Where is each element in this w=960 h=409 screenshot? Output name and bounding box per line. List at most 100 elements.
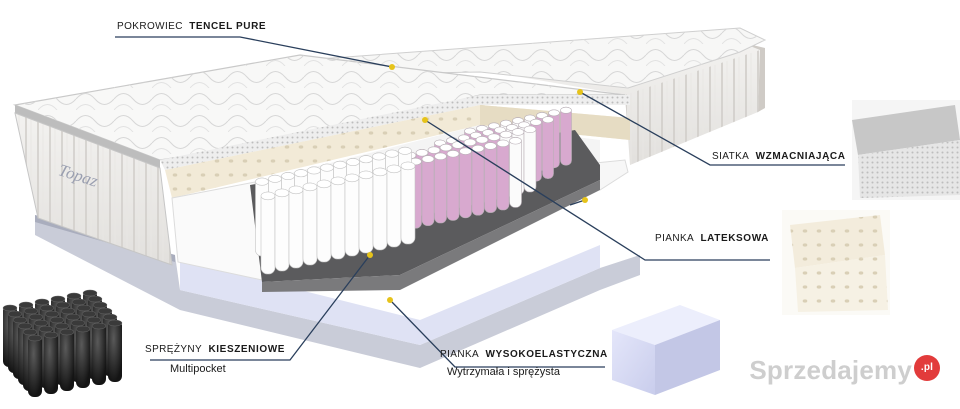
label-springs-sub: Multipocket (170, 363, 226, 375)
label-springs-prefix: SPRĘŻYNY (145, 344, 203, 355)
label-latex-prefix: PIANKA (655, 233, 695, 244)
spring-coil (421, 155, 435, 226)
label-mesh-bold: WZMACNIAJĄCA (755, 151, 846, 162)
black-spring-top (54, 322, 70, 330)
mattress-side-panel (14, 112, 173, 266)
dot-latex (422, 117, 428, 123)
black-spring-top (38, 325, 54, 333)
top-cover (12, 54, 626, 168)
black-spring-top (65, 313, 81, 321)
black-spring-coil (60, 329, 74, 391)
dot-base-foam (387, 297, 393, 303)
black-spring-top (82, 289, 98, 297)
black-spring-top (44, 310, 60, 318)
spring-coil (496, 139, 510, 211)
black-spring-top (97, 307, 113, 315)
label-mesh: SIATKA WZMACNIAJĄCA (712, 151, 846, 162)
spring-coil (446, 150, 460, 221)
spring-coil (344, 173, 360, 257)
spring-coil (302, 182, 318, 266)
label-foam-prefix: PIANKA (440, 349, 480, 360)
black-spring-top (18, 301, 34, 309)
spring-coil (523, 125, 537, 193)
spring-coil (358, 170, 374, 254)
spring-coil (459, 147, 472, 219)
foam-cube-image (612, 305, 720, 395)
label-foam-sub: Wytrzymała i sprężysta (447, 366, 560, 378)
spring-coil (434, 152, 447, 224)
black-spring-top (33, 319, 49, 327)
label-foam-bold: WYSOKOELASTYCZNA (485, 349, 608, 360)
black-spring-coil (28, 335, 42, 397)
black-spring-top (12, 316, 28, 324)
spring-coil (386, 164, 402, 248)
dot-springs (367, 252, 373, 258)
label-mesh-prefix: SIATKA (712, 151, 750, 162)
spring-coil (400, 161, 416, 245)
black-spring-top (87, 295, 103, 303)
black-spring-top (55, 301, 71, 309)
black-spring-top (71, 298, 87, 306)
black-spring-top (66, 292, 82, 300)
spring-coil (288, 185, 304, 269)
black-spring-coil (44, 332, 58, 394)
leader-springs (150, 254, 371, 361)
watermark: Sprzedajemy.pl (749, 355, 940, 386)
black-spring-top (76, 304, 92, 312)
black-spring-top (102, 313, 118, 321)
black-spring-coil (92, 323, 106, 385)
spring-coil (260, 191, 276, 275)
black-spring-coil (108, 320, 122, 382)
leader-cover (115, 36, 393, 68)
label-cover-prefix: POKROWIEC (117, 21, 183, 32)
spring-coil (372, 167, 388, 251)
black-spring-top (23, 307, 39, 315)
black-spring-top (70, 319, 86, 327)
black-spring-block (2, 289, 123, 397)
black-spring-top (59, 328, 75, 336)
spring-coil (509, 137, 522, 208)
label-cover: POKROWIEC TENCEL PURE (117, 21, 266, 32)
black-spring-top (2, 304, 18, 312)
spring-coil (274, 188, 290, 272)
label-latex: PIANKA LATEKSOWA (655, 233, 769, 244)
spring-coil (484, 142, 497, 213)
black-spring-top (43, 331, 59, 339)
latex-sample-image (782, 210, 890, 315)
black-spring-top (91, 322, 107, 330)
label-springs: SPRĘŻYNY KIESZENIOWE (145, 344, 285, 355)
black-spring-top (60, 307, 76, 315)
label-springs-bold: KIESZENIOWE (208, 344, 286, 355)
spring-coil (471, 144, 485, 216)
black-spring-top (17, 322, 33, 330)
black-spring-top (49, 316, 65, 324)
black-spring-top (81, 310, 97, 318)
leader-dots (367, 64, 588, 303)
black-spring-coil (76, 326, 90, 388)
spring-coil (542, 116, 554, 179)
spring-coil (560, 106, 572, 166)
spring-coil (316, 179, 332, 263)
black-spring-top (27, 334, 43, 342)
mesh-sample-image (852, 100, 960, 200)
leader-mesh (579, 91, 845, 166)
watermark-badge: .pl (914, 355, 940, 381)
watermark-text: Sprzedajemy (749, 355, 912, 385)
label-cover-bold: TENCEL PURE (189, 21, 267, 32)
dot-cover (389, 64, 395, 70)
black-spring-top (92, 301, 108, 309)
black-spring-top (7, 310, 23, 318)
black-spring-top (50, 295, 66, 303)
black-spring-top (107, 319, 123, 327)
dot-side-foam (582, 197, 588, 203)
dot-mesh (577, 89, 583, 95)
black-spring-top (28, 313, 44, 321)
spring-coil (330, 176, 346, 260)
black-spring-top (22, 328, 38, 336)
label-foam: PIANKA WYSOKOELASTYCZNA (440, 349, 608, 360)
label-latex-bold: LATEKSOWA (700, 233, 769, 244)
leader-latex (424, 119, 770, 261)
leader-lines (115, 36, 845, 368)
leader-foam-2 (389, 299, 605, 368)
